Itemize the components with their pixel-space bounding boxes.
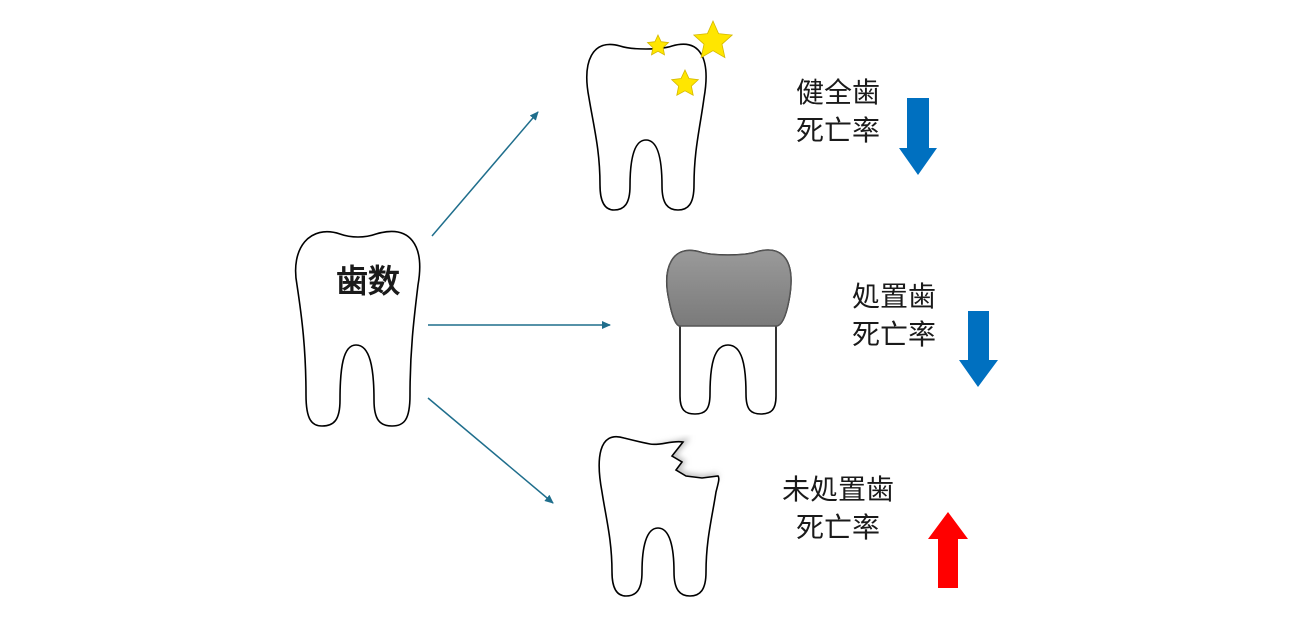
up-arrow-icon-untreated <box>928 512 968 588</box>
down-arrow-icon-treated <box>959 311 998 387</box>
connector-arrow-healthy <box>431 111 539 237</box>
treated-tooth <box>666 249 792 415</box>
untreated-tooth-outline <box>598 435 720 597</box>
healthy-tooth-outline <box>586 43 707 211</box>
star-icon-small <box>646 34 670 56</box>
treated-label-line1: 処置歯 <box>852 280 936 313</box>
tooth-crown <box>666 249 792 327</box>
healthy-tooth <box>586 20 734 211</box>
healthy-label-line1: 健全歯 <box>796 76 880 109</box>
treated-label-line2: 死亡率 <box>852 318 936 351</box>
down-arrow-icon-healthy <box>899 98 937 175</box>
center-tooth-outline <box>294 230 421 427</box>
connector-arrow-untreated <box>427 397 554 504</box>
star-icon-large <box>692 20 734 59</box>
center-tooth-label: 歯数 <box>336 262 401 300</box>
untreated-label-line2: 死亡率 <box>796 511 880 544</box>
healthy-label-line2: 死亡率 <box>796 114 880 147</box>
untreated-label-line1: 未処置歯 <box>782 473 894 506</box>
star-icon-medium <box>670 69 700 97</box>
untreated-tooth <box>598 435 720 597</box>
center-tooth: 歯数 <box>294 230 421 427</box>
